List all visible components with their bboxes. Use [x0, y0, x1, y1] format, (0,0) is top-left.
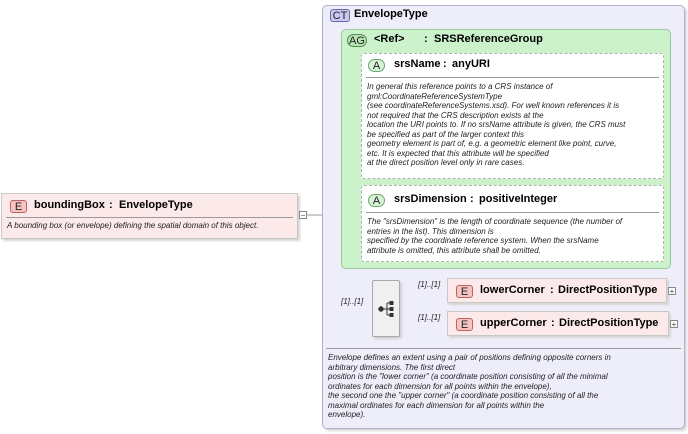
attribute-srs-name[interactable]: A srsName : anyURI In general this refer… — [361, 53, 664, 179]
divider — [366, 212, 659, 213]
element-type: EnvelopeType — [119, 199, 193, 211]
doc-line: Envelope defines an extent using a pair … — [328, 353, 611, 362]
attribute-documentation: The "srsDimension" is the length of coor… — [367, 217, 662, 255]
element-separator: : — [109, 199, 113, 211]
expand-toggle[interactable]: + — [668, 287, 676, 296]
attribute-type: anyURI — [452, 58, 490, 70]
element-name: boundingBox — [34, 199, 105, 211]
upper-corner-element[interactable]: E upperCorner : DirectPositionType — [447, 311, 669, 336]
doc-line: gml:CoordinateReferenceSystemType — [367, 91, 503, 101]
lower-corner-element[interactable]: E lowerCorner : DirectPositionType — [447, 278, 667, 303]
attribute-badge: A — [368, 194, 385, 207]
element-separator: : — [551, 317, 555, 329]
doc-line: be specified as part of the larger conte… — [367, 129, 524, 139]
element-type: DirectPositionType — [558, 284, 658, 296]
attribute-group-ref-label: <Ref> — [374, 33, 405, 45]
doc-line: at the direct position level only in rar… — [367, 158, 525, 167]
doc-line: attribute is omitted, this attribute sha… — [367, 245, 541, 255]
attribute-name: srsDimension — [394, 193, 467, 205]
upper-corner-cardinality: [1]..[1] — [418, 313, 441, 322]
doc-line: position is the "lower corner" (a coordi… — [328, 372, 608, 381]
doc-line: ordinates for each dimension for all poi… — [328, 381, 552, 391]
collapse-toggle[interactable]: − — [299, 211, 307, 220]
doc-line: not required that the CRS description ex… — [367, 110, 544, 120]
doc-line: geometry element is part of, e.g. a geom… — [367, 139, 617, 148]
doc-line: location the URI points to. If no srsNam… — [367, 120, 626, 129]
doc-line: arbitrary dimensions. The first direct — [328, 362, 456, 372]
complex-type-documentation: Envelope defines an extent using a pair … — [328, 353, 683, 420]
complex-type-name: EnvelopeType — [354, 8, 428, 20]
element-name: lowerCorner — [480, 284, 545, 296]
doc-line: etc. It is expected that this attribute … — [367, 148, 549, 158]
element-separator: : — [550, 284, 554, 296]
bounding-box-element[interactable]: E boundingBox : EnvelopeType A bounding … — [1, 193, 298, 239]
attribute-type: positiveInteger — [479, 193, 558, 205]
divider — [326, 348, 681, 349]
doc-line: maximal ordinates for each dimension for… — [328, 400, 545, 410]
attribute-group-separator: : — [424, 33, 428, 45]
element-badge: E — [456, 318, 473, 331]
attribute-srs-dimension[interactable]: A srsDimension : positiveInteger The "sr… — [361, 185, 664, 262]
sequence-icon — [378, 301, 394, 317]
attribute-separator: : — [443, 58, 447, 70]
attribute-group-badge: AG — [347, 34, 367, 47]
doc-line: entries in the list). This dimension is — [367, 226, 494, 236]
lower-corner-cardinality: [1]..[1] — [418, 280, 441, 289]
attribute-documentation: In general this reference points to a CR… — [367, 82, 662, 168]
attribute-name: srsName — [394, 58, 441, 70]
element-type: DirectPositionType — [559, 317, 659, 329]
expand-toggle[interactable]: + — [670, 320, 678, 329]
attribute-badge: A — [368, 59, 385, 72]
attribute-group-name: SRSReferenceGroup — [434, 33, 543, 45]
sequence-compositor[interactable] — [372, 280, 400, 337]
doc-line: (see coordinateReferenceSystems.xsd). Fo… — [367, 101, 620, 110]
doc-line: The "srsDimension" is the length of coor… — [367, 217, 623, 226]
element-badge: E — [10, 200, 27, 213]
divider — [6, 217, 293, 218]
doc-line: specified by the coordinate reference sy… — [367, 236, 599, 245]
attribute-separator: : — [470, 193, 474, 205]
doc-line: In general this reference points to a CR… — [367, 82, 553, 91]
complex-type-badge: CT — [330, 9, 350, 22]
doc-line: envelope). — [328, 410, 366, 419]
divider — [366, 77, 659, 78]
element-documentation: A bounding box (or envelope) defining th… — [7, 221, 259, 230]
element-name: upperCorner — [480, 317, 547, 329]
element-badge: E — [456, 285, 473, 298]
sequence-cardinality: [1]..[1] — [341, 297, 364, 306]
doc-line: the second one the "upper corner" (a coo… — [328, 391, 599, 400]
